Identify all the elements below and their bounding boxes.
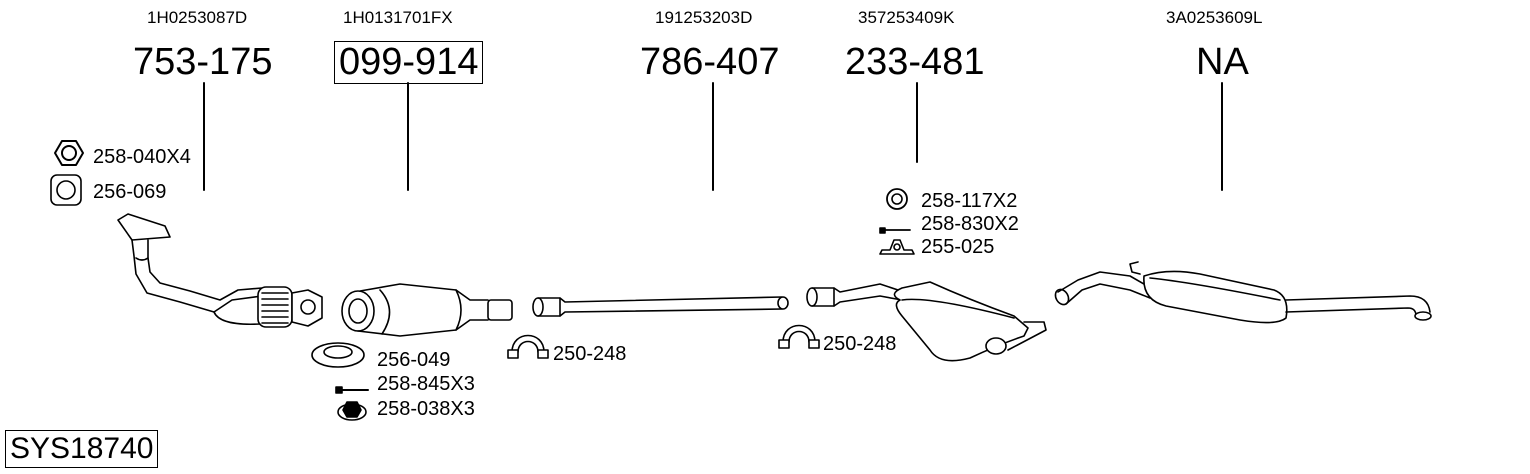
long-bolt-icon: [879, 227, 911, 234]
accessory-label-gasket-2[interactable]: 256-049: [377, 349, 451, 371]
accessory-label-ring[interactable]: 258-117X2: [921, 190, 1018, 212]
bolt-icon: [335, 386, 369, 394]
part-number-3[interactable]: 786-407: [640, 41, 780, 83]
flex-bellows: [257, 286, 293, 328]
part-number-2[interactable]: 099-914: [334, 41, 484, 84]
oem-number-5: 3A0253609L: [1166, 8, 1263, 27]
catalytic-converter-drawing: [341, 283, 513, 337]
oem-number-2: 1H0131701FX: [343, 8, 453, 27]
gasket-icon: [50, 174, 82, 206]
system-code-label: SYS18740: [5, 430, 159, 468]
accessory-label-hanger[interactable]: 255-025: [921, 236, 995, 258]
center-silencer-drawing: [806, 281, 1047, 362]
accessory-label-nut-2[interactable]: 258-038X3: [377, 398, 475, 420]
clamp-icon-1: [507, 334, 549, 359]
flange-nut-icon: [337, 401, 367, 421]
oem-number-1: 1H0253087D: [147, 8, 248, 27]
oem-number-3: 191253203D: [655, 8, 753, 27]
part-number-5[interactable]: NA: [1196, 41, 1249, 83]
accessory-label-nut[interactable]: 258-040X4: [93, 146, 191, 168]
hex-nut-icon: [54, 140, 84, 166]
accessory-label-bolt-2[interactable]: 258-830X2: [921, 213, 1019, 235]
part-number-4[interactable]: 233-481: [845, 41, 985, 83]
part-number-1[interactable]: 753-175: [133, 41, 273, 83]
intermediate-pipe-drawing: [532, 296, 789, 317]
rear-silencer-drawing: [1054, 261, 1432, 324]
rubber-hanger-icon: [879, 239, 915, 255]
accessory-label-clamp-2[interactable]: 250-248: [823, 333, 897, 355]
front-pipe-drawing: [117, 213, 323, 328]
leader-lines: [203, 82, 1223, 191]
ring-icon: [886, 188, 908, 210]
clamp-icon-2: [778, 324, 820, 349]
accessory-label-clamp-1[interactable]: 250-248: [553, 343, 627, 365]
accessory-label-bolt[interactable]: 258-845X3: [377, 373, 475, 395]
accessory-label-gasket[interactable]: 256-069: [93, 181, 167, 203]
flange-gasket-icon: [311, 342, 365, 368]
oem-number-4: 357253409K: [858, 8, 955, 27]
